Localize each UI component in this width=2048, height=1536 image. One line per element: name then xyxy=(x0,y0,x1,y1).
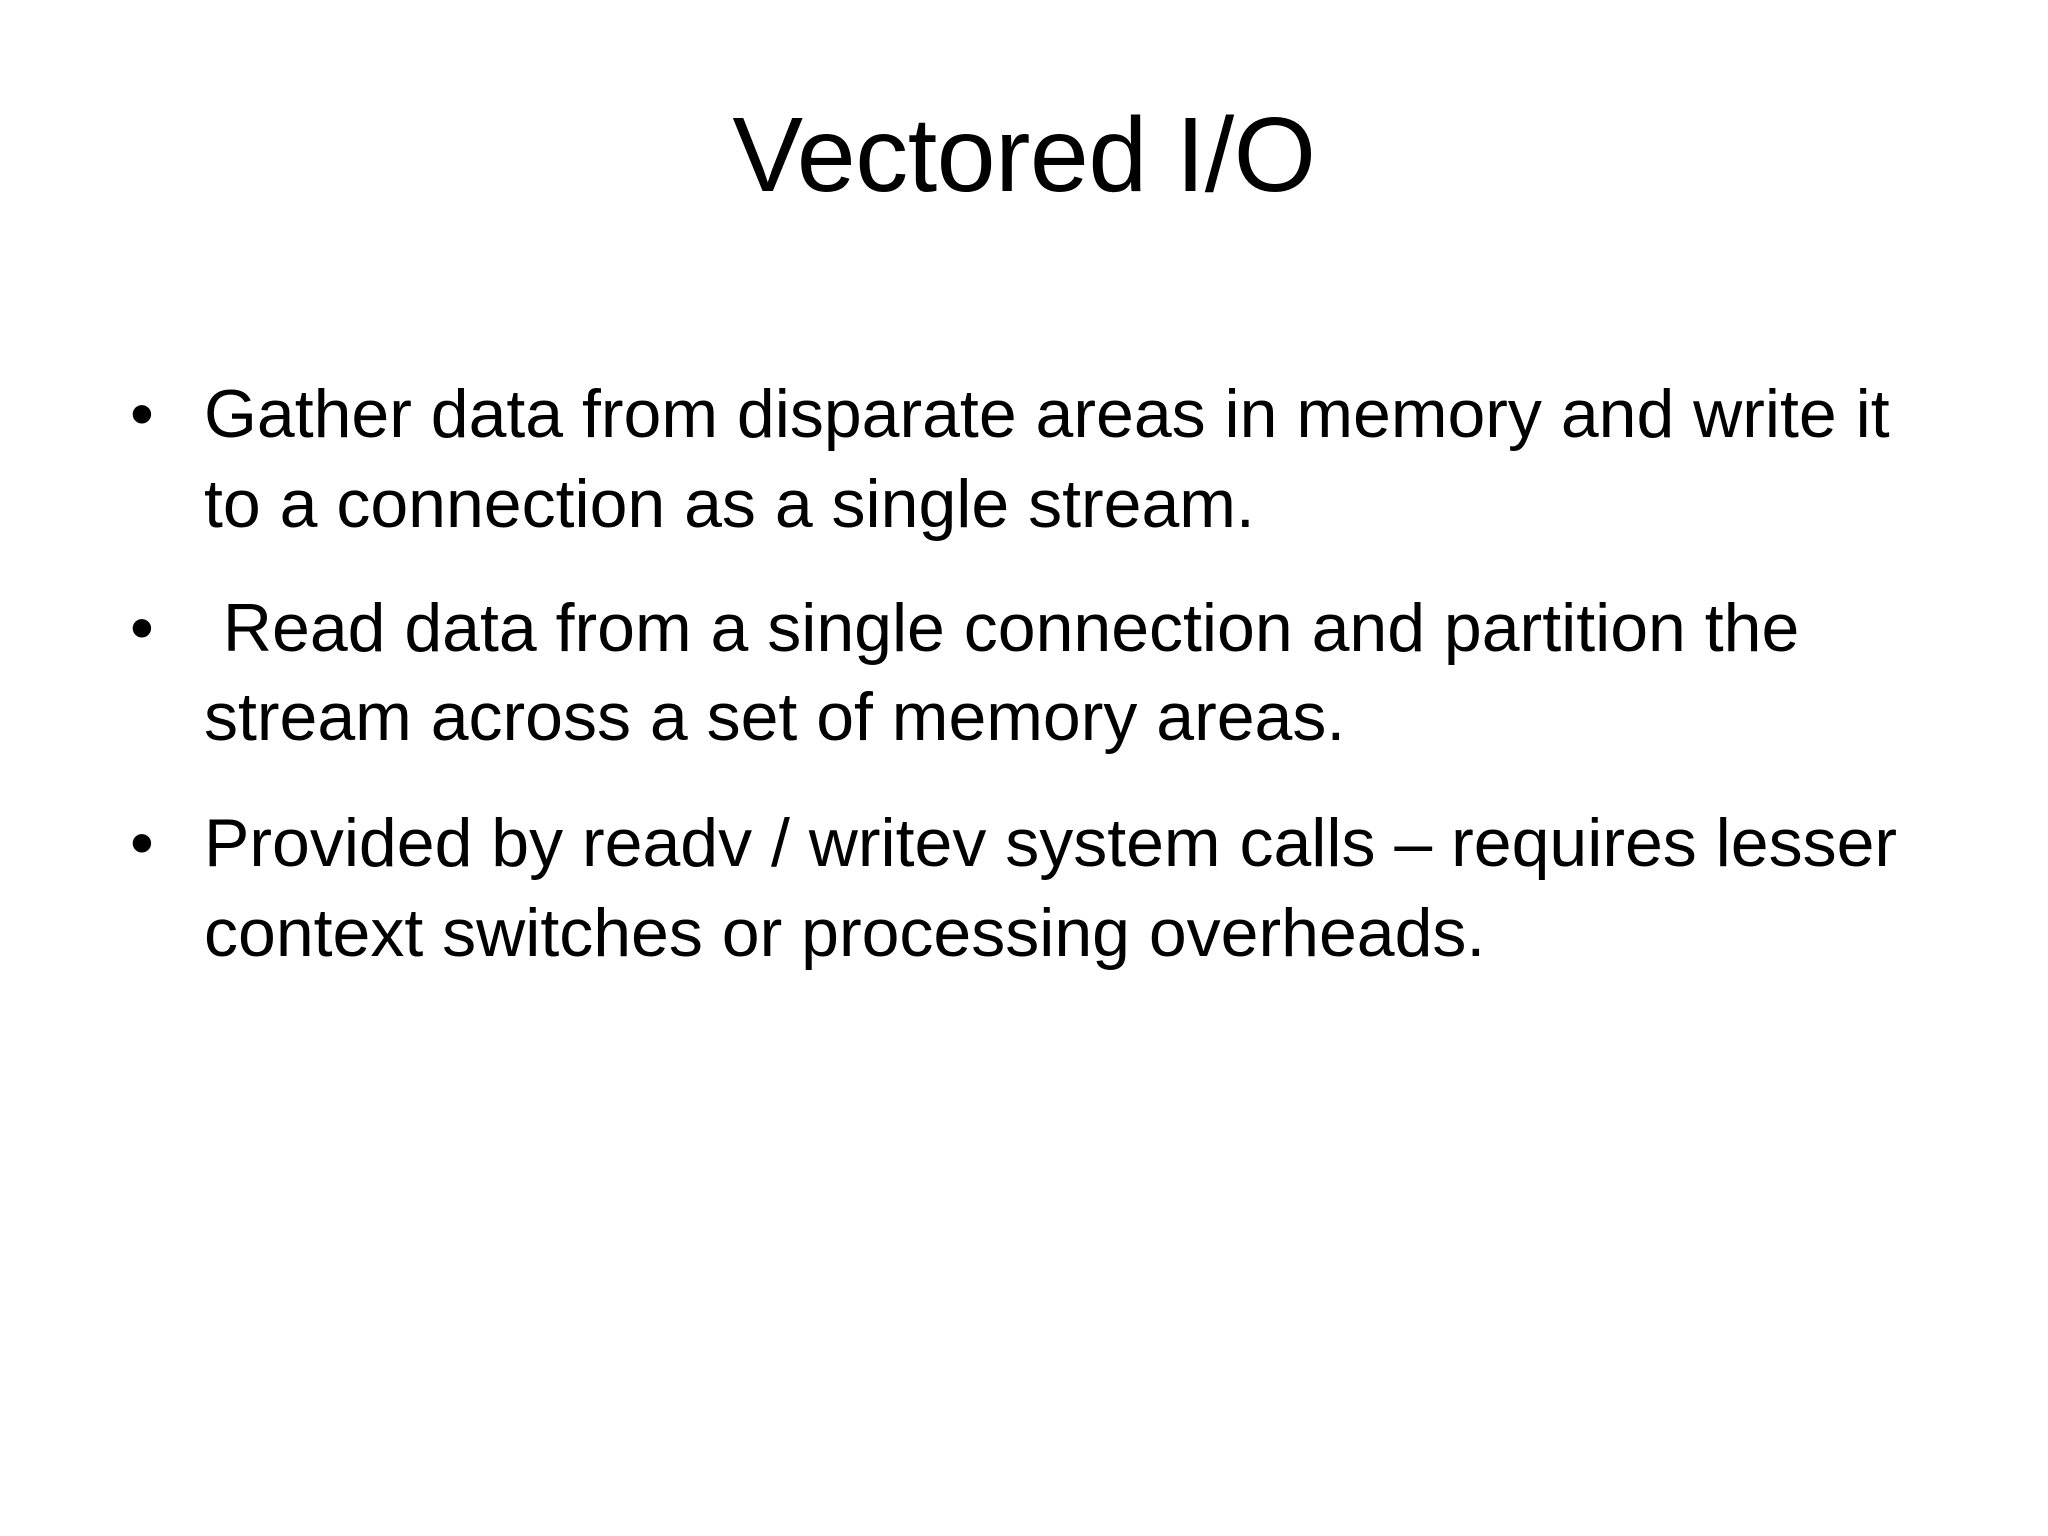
page-title: Vectored I/O xyxy=(732,96,1316,214)
bullet-point-icon: • xyxy=(130,376,154,452)
list-item: • Gather data from disparate areas in me… xyxy=(112,370,1952,550)
list-item-text: Gather data from disparate areas in memo… xyxy=(204,376,1909,542)
list-item-text: Provided by readv / writev system calls … xyxy=(204,805,1916,971)
list-item: • Provided by readv / writev system call… xyxy=(112,799,1952,979)
list-item: • Read data from a single connection and… xyxy=(112,584,1952,764)
list-item-text: Read data from a single connection and p… xyxy=(204,589,1819,756)
bullet-list: • Gather data from disparate areas in me… xyxy=(112,370,1952,979)
bullet-point-icon: • xyxy=(130,589,154,666)
bullet-point-icon: • xyxy=(130,805,154,881)
